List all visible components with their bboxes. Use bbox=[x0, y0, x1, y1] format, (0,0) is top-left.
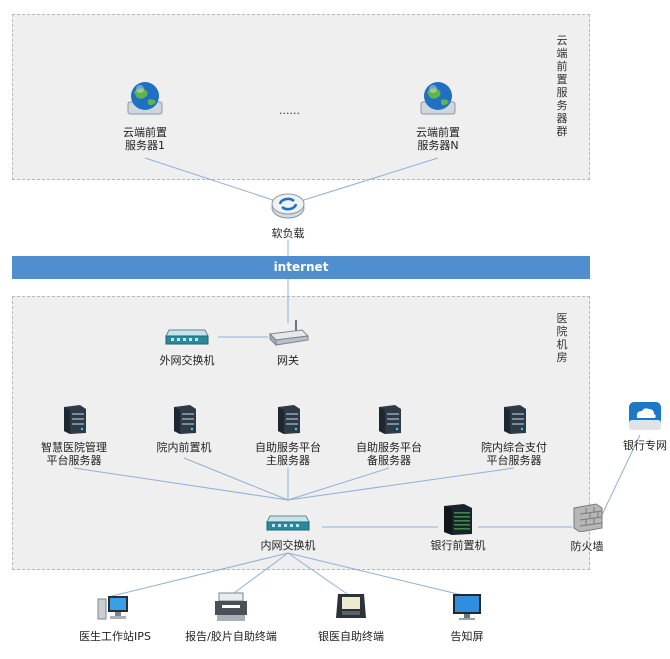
cloud-zone-label: 云端前置服务器群 bbox=[556, 34, 568, 138]
internal-switch[interactable] bbox=[266, 510, 310, 532]
cloud-server-n-label: 云端前置 服务器N bbox=[416, 126, 460, 152]
link-server1-switch bbox=[73, 467, 289, 501]
cloud-server-1[interactable] bbox=[126, 78, 164, 118]
bank-network-label: 银行专网 bbox=[623, 439, 667, 452]
external-switch[interactable] bbox=[165, 324, 209, 346]
link-cloud1-lb bbox=[144, 157, 289, 206]
bank-frontend[interactable] bbox=[440, 502, 476, 536]
gateway[interactable] bbox=[266, 318, 310, 348]
link-switch-term3 bbox=[287, 552, 351, 597]
switch-icon bbox=[165, 329, 209, 345]
bank-frontend-label: 银行前置机 bbox=[430, 539, 486, 552]
firewall-label: 防火墙 bbox=[570, 540, 604, 553]
terminal-report-film-label: 报告/胶片自助终端 bbox=[185, 630, 277, 643]
terminal-bank-hospital-kiosk[interactable] bbox=[334, 590, 368, 622]
bank-network[interactable] bbox=[627, 400, 663, 432]
server-smart-hospital[interactable] bbox=[60, 403, 88, 435]
internal-switch-label: 内网交换机 bbox=[260, 539, 316, 552]
link-switch-term1 bbox=[111, 552, 289, 597]
server-tower-icon bbox=[379, 405, 401, 434]
gateway-label: 网关 bbox=[277, 354, 299, 367]
server-tower-icon bbox=[174, 405, 196, 434]
internet-band: internet bbox=[12, 256, 590, 279]
load-balancer-icon bbox=[271, 193, 305, 219]
link-cloudN-lb bbox=[287, 157, 439, 206]
link-switch-term4 bbox=[287, 552, 467, 597]
server-tower-icon bbox=[278, 405, 300, 434]
server-selfservice-backup-label: 自助服务平台 备服务器 bbox=[356, 441, 422, 467]
server-hospital-frontend[interactable] bbox=[170, 403, 198, 435]
hospital-zone-label: 医院机房 bbox=[556, 312, 568, 364]
cloud-ellipsis: ...... bbox=[279, 104, 300, 117]
cloud-server-1-label: 云端前置 服务器1 bbox=[123, 126, 167, 152]
globe-server-icon bbox=[127, 82, 163, 115]
cloud-icon bbox=[629, 402, 661, 430]
server-smart-hospital-label: 智慧医院管理 平台服务器 bbox=[41, 441, 107, 467]
terminal-notice-screen-label: 告知屏 bbox=[450, 630, 484, 643]
firewall[interactable] bbox=[570, 502, 604, 532]
load-balancer-label: 软负载 bbox=[271, 227, 305, 240]
server-payment-platform[interactable] bbox=[500, 403, 528, 435]
server-selfservice-primary-label: 自助服务平台 主服务器 bbox=[255, 441, 321, 467]
server-tower-icon bbox=[504, 405, 526, 434]
terminal-doctor-workstation-label: 医生工作站IPS bbox=[79, 630, 151, 643]
cloud-server-n[interactable] bbox=[419, 78, 457, 118]
link-switch-term2 bbox=[229, 552, 289, 597]
server-selfservice-primary[interactable] bbox=[274, 403, 302, 435]
kiosk-icon bbox=[336, 594, 366, 618]
router-icon bbox=[268, 320, 310, 347]
server-tower-icon bbox=[64, 405, 86, 434]
external-switch-label: 外网交换机 bbox=[159, 354, 215, 367]
terminal-notice-screen[interactable] bbox=[451, 592, 483, 622]
workstation-icon bbox=[97, 596, 128, 620]
link-firewall-banknet bbox=[599, 434, 641, 520]
internet-label: internet bbox=[273, 260, 329, 274]
cloud-server-zone bbox=[12, 14, 590, 180]
rack-server-icon bbox=[444, 504, 472, 535]
terminal-report-film[interactable] bbox=[213, 591, 249, 623]
server-payment-platform-label: 院内综合支付 平台服务器 bbox=[481, 441, 547, 467]
monitor-icon bbox=[453, 594, 481, 620]
firewall-icon bbox=[573, 503, 603, 532]
switch-icon bbox=[266, 515, 310, 531]
server-selfservice-backup[interactable] bbox=[375, 403, 403, 435]
server-hospital-frontend-label: 院内前置机 bbox=[156, 441, 212, 454]
link-server4-switch bbox=[287, 467, 390, 501]
load-balancer[interactable] bbox=[270, 192, 306, 220]
terminal-doctor-workstation[interactable] bbox=[96, 593, 130, 623]
globe-server-icon bbox=[420, 82, 456, 115]
terminal-bank-hospital-kiosk-label: 银医自助终端 bbox=[318, 630, 384, 643]
link-server5-switch bbox=[287, 467, 515, 501]
printer-icon bbox=[215, 592, 247, 621]
link-server2-switch bbox=[183, 457, 289, 501]
